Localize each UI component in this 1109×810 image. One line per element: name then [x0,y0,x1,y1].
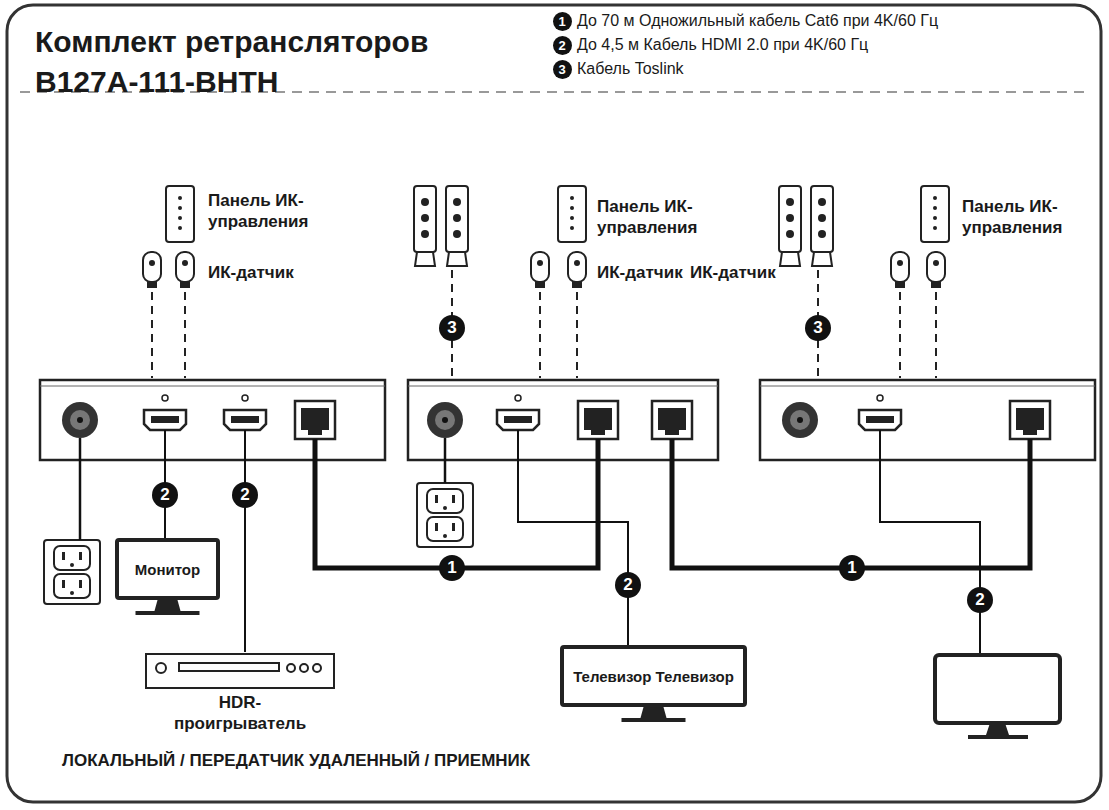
part-label: ИК-датчик [597,262,683,283]
ir-leads [152,270,936,378]
device-name: Монитор [135,561,200,578]
callout-number: 1 [553,12,572,31]
legend-note: Кабель Toslink [577,59,684,79]
monitor-stand [560,707,747,723]
callout-number: 1 [439,555,465,581]
power-outlets [44,483,473,604]
callout-number: 1 [839,555,865,581]
legend-note: До 70 м Одножильный кабель Cat6 при 4K/6… [577,11,938,31]
device-name: Телевизор Телевизор [573,668,734,685]
callout-number: 3 [439,315,465,341]
callout-number: 2 [152,482,178,508]
part-label: ИК-датчик [690,262,776,283]
part-label: Панель ИК- управления [208,190,326,232]
display-screen: Монитор [115,538,220,616]
cables [80,430,1030,655]
ir-accessories [143,186,949,288]
callout-number: 2 [232,482,258,508]
callout-number: 2 [967,587,993,613]
part-label: Панель ИК- управления [962,196,1080,238]
monitor-stand [115,600,220,616]
part-label: Панель ИК- управления [597,196,715,238]
legend-note: До 4,5 м Кабель HDMI 2.0 при 4K/60 Гц [577,35,868,55]
caption: ЛОКАЛЬНЫЙ / ПЕРЕДАТЧИК УДАЛЕННЫЙ / ПРИЕМ… [62,750,530,771]
player-body [145,652,335,690]
device-name: HDR- проигрыватель [170,692,310,734]
title: Комплект ретрансляторов B127A-111-BHTH [35,22,435,102]
callout-number: 3 [805,315,831,341]
monitor-icon [935,655,1060,739]
display-screen: Телевизор Телевизор [560,645,747,723]
callout-number: 3 [553,60,572,79]
media-player: HDR- проигрыватель [145,652,335,734]
callout-number: 2 [553,36,572,55]
screen-outline: Телевизор Телевизор [560,645,747,707]
screen-outline: Монитор [115,538,220,600]
extender-units [40,380,1095,460]
part-label: ИК-датчик [208,262,294,283]
callout-number: 2 [615,572,641,598]
frame [7,5,1101,802]
